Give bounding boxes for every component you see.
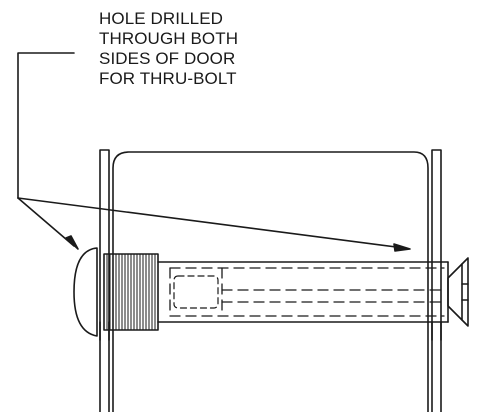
callout-line-1: HOLE DRILLED — [99, 9, 224, 28]
hidden-insert — [173, 275, 219, 309]
knurl-lines — [106, 253, 156, 331]
bolt-head-dome — [73, 247, 98, 337]
leader-arrow-left-line — [17, 197, 75, 247]
screw-head-top — [461, 257, 469, 327]
callout-line-4: FOR THRU-BOLT — [99, 69, 237, 88]
hidden-bolt-lines — [169, 267, 445, 317]
leader-arrow-right-head — [393, 243, 411, 252]
door-left-edge-lower — [99, 321, 110, 341]
door-right-edge-lower — [431, 321, 442, 341]
leader-arrow-left-head — [65, 235, 79, 250]
screw-head — [447, 263, 463, 321]
callout-label: HOLE DRILLED THROUGH BOTH SIDES OF DOOR … — [99, 9, 238, 89]
door-top-rail — [112, 151, 429, 412]
door-left-stile — [99, 149, 110, 412]
leader-line — [17, 52, 75, 199]
screw-slot — [461, 283, 469, 301]
bolt-barrel — [157, 261, 449, 323]
callout-line-2: THROUGH BOTH — [99, 29, 239, 48]
door-right-stile — [431, 149, 442, 412]
callout-line-3: SIDES OF DOOR — [99, 49, 236, 68]
leader-arrow-right-line — [17, 197, 405, 249]
